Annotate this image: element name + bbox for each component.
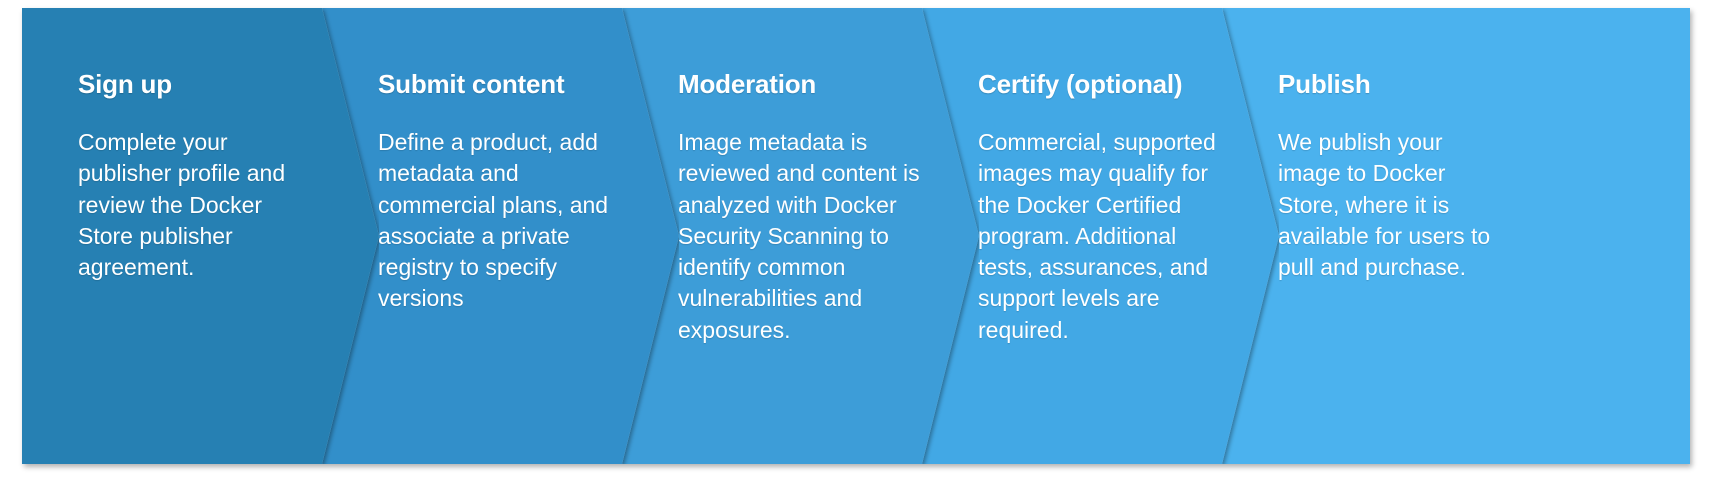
process-step-submit-content[interactable]: Submit content Define a product, add met… [322,8,679,464]
step-1-description: Complete your publisher profile and revi… [78,129,286,281]
process-step-certify[interactable]: Certify (optional) Commercial, supported… [922,8,1279,464]
step-2-title: Submit content [378,69,565,99]
step-5-description: We publish your image to Docker Store, w… [1278,129,1491,281]
step-1-body: Sign up Complete your publisher profile … [78,69,323,283]
step-5-title: Publish [1278,69,1371,99]
step-3-description: Image metadata is reviewed and content i… [678,129,920,343]
step-4-title: Certify (optional) [978,69,1183,99]
step-1-title: Sign up [78,69,172,99]
chevron-shape-3 [622,8,979,464]
step-3-title: Moderation [678,69,817,99]
chevron-shape-2 [322,8,679,464]
chevron-shape-4 [922,8,1279,464]
step-3-body: Moderation Image metadata is reviewed an… [678,69,923,346]
process-step-sign-up[interactable]: Sign up Complete your publisher profile … [22,8,379,464]
chevron-shape-5 [1222,8,1690,464]
step-2-description: Define a product, add metadata and comme… [378,129,609,312]
step-2-body: Submit content Define a product, add met… [378,69,623,315]
process-step-moderation[interactable]: Moderation Image metadata is reviewed an… [622,8,979,464]
process-flow-frame: Sign up Complete your publisher profile … [22,8,1690,464]
step-4-description: Commercial, supported images may qualify… [978,129,1216,343]
process-step-publish[interactable]: Publish We publish your image to Docker … [1222,8,1690,464]
chevron-row: Sign up Complete your publisher profile … [22,8,1690,464]
chevron-shape-1 [22,8,379,464]
step-5-body: Publish We publish your image to Docker … [1278,69,1608,283]
step-4-body: Certify (optional) Commercial, supported… [978,69,1223,346]
